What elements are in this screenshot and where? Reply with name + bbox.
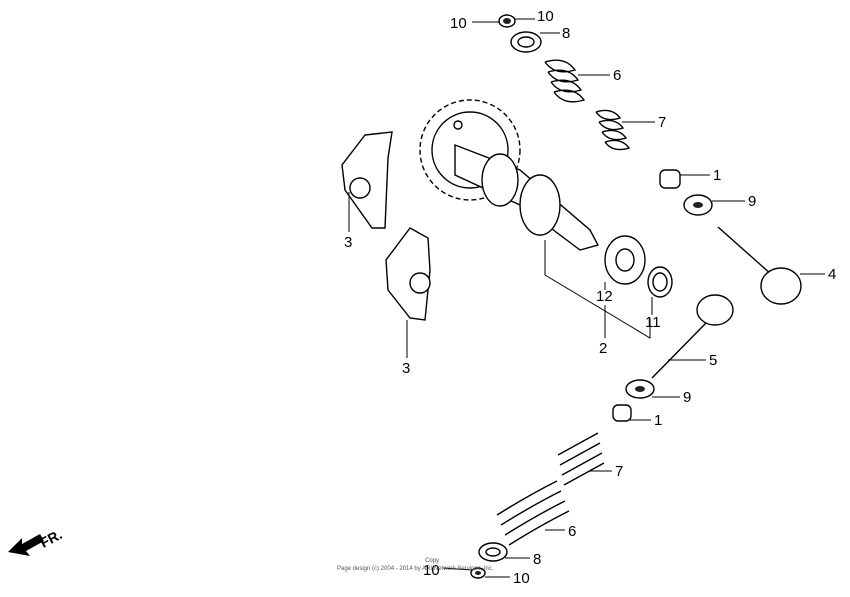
rocker-arm-upper[interactable]	[341, 131, 393, 229]
callout-lower-keeper-left: 10	[423, 562, 440, 579]
bearing-circlip[interactable]	[647, 266, 673, 298]
front-direction-arrow: FR.	[8, 526, 65, 556]
callout-lower-inner-spring: 7	[615, 463, 623, 480]
camshaft-bearing[interactable]	[604, 235, 646, 285]
rocker-arm-lower[interactable]	[385, 227, 431, 321]
copyright-notice: Page design (c) 2004 - 2014 by ARI Netwo…	[337, 566, 494, 572]
callout-lower-retainer: 8	[533, 551, 541, 568]
direction-label: FR.	[37, 526, 64, 551]
upper-valve-keepers[interactable]	[498, 14, 516, 28]
callout-upper-inner-spring: 7	[658, 114, 666, 131]
callout-upper-spring-seat: 9	[748, 193, 756, 210]
copyright-top: Copy	[425, 558, 440, 564]
callout-bearing: 12	[596, 288, 613, 305]
callout-camshaft: 2	[599, 340, 607, 357]
intake-valve[interactable]	[717, 226, 802, 305]
callout-upper-outer-spring: 6	[613, 67, 621, 84]
callout-intake-valve: 4	[828, 266, 836, 283]
lower-inner-valve-spring[interactable]	[557, 432, 605, 486]
callout-lower-stem-seal: 1	[654, 412, 662, 429]
lower-spring-seat[interactable]	[625, 379, 655, 399]
camshaft[interactable]	[419, 99, 600, 251]
callout-lower-keeper-right: 10	[513, 570, 530, 587]
upper-inner-valve-spring[interactable]	[595, 109, 631, 151]
callout-upper-stem-seal: 1	[713, 167, 721, 184]
callout-rocker-arm-lower: 3	[402, 360, 410, 377]
lower-spring-retainer[interactable]	[478, 542, 508, 562]
callouts: 10 10 8 6 7 1 9 4 3 3 12 11 2 5 9 1 7 6 …	[344, 8, 836, 587]
callout-upper-keeper-right: 10	[537, 8, 554, 25]
callout-lower-outer-spring: 6	[568, 523, 576, 540]
upper-valve-stem-seal[interactable]	[659, 169, 681, 189]
lower-valve-stem-seal[interactable]	[612, 404, 632, 422]
lower-outer-valve-spring[interactable]	[496, 480, 570, 546]
callout-upper-keeper-left: 10	[450, 15, 467, 32]
callout-exhaust-valve: 5	[709, 352, 717, 369]
exhaust-valve[interactable]	[651, 294, 734, 379]
upper-spring-seat[interactable]	[683, 194, 713, 216]
callout-rocker-arm-upper: 3	[344, 234, 352, 251]
lower-valve-keepers[interactable]	[470, 567, 486, 579]
callout-lower-spring-seat: 9	[683, 389, 691, 406]
upper-spring-retainer[interactable]	[510, 31, 542, 53]
callout-upper-retainer: 8	[562, 25, 570, 42]
upper-outer-valve-spring[interactable]	[544, 59, 586, 103]
leader-lines	[348, 18, 825, 578]
callout-circlip: 11	[645, 314, 661, 331]
